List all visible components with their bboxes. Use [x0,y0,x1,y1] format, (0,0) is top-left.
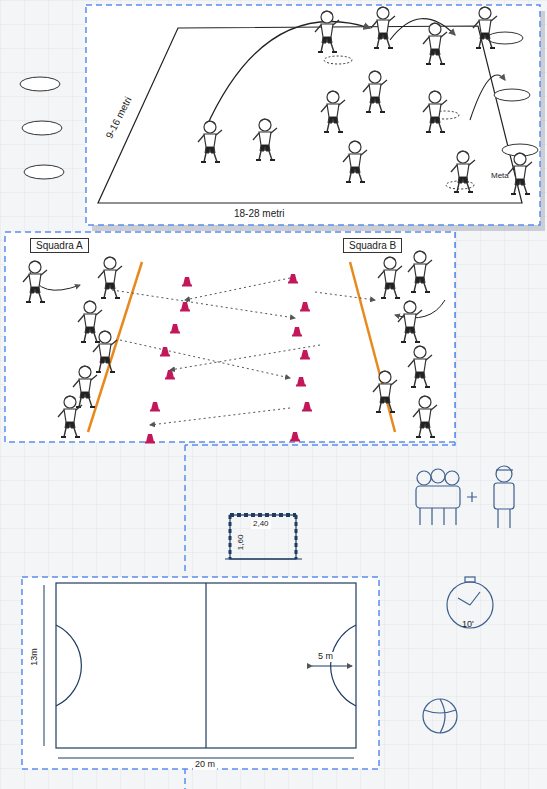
dimension-label: 2,40 [251,520,271,529]
team-label-box: Squadra B [343,238,402,253]
dimension-label: 13m [30,648,40,666]
team-name: Squadra A [36,240,83,251]
goal-label: Meta [491,172,509,181]
dimension-label: 20 m [193,760,217,770]
dimension-label: 18-28 metri [232,208,287,219]
timer-label: 10' [462,620,474,630]
dimension-label: 1,60 [237,535,246,551]
team-label-box: Squadra A [30,238,89,253]
dimension-label: 5 m [316,652,335,662]
team-name: Squadra B [349,240,396,251]
